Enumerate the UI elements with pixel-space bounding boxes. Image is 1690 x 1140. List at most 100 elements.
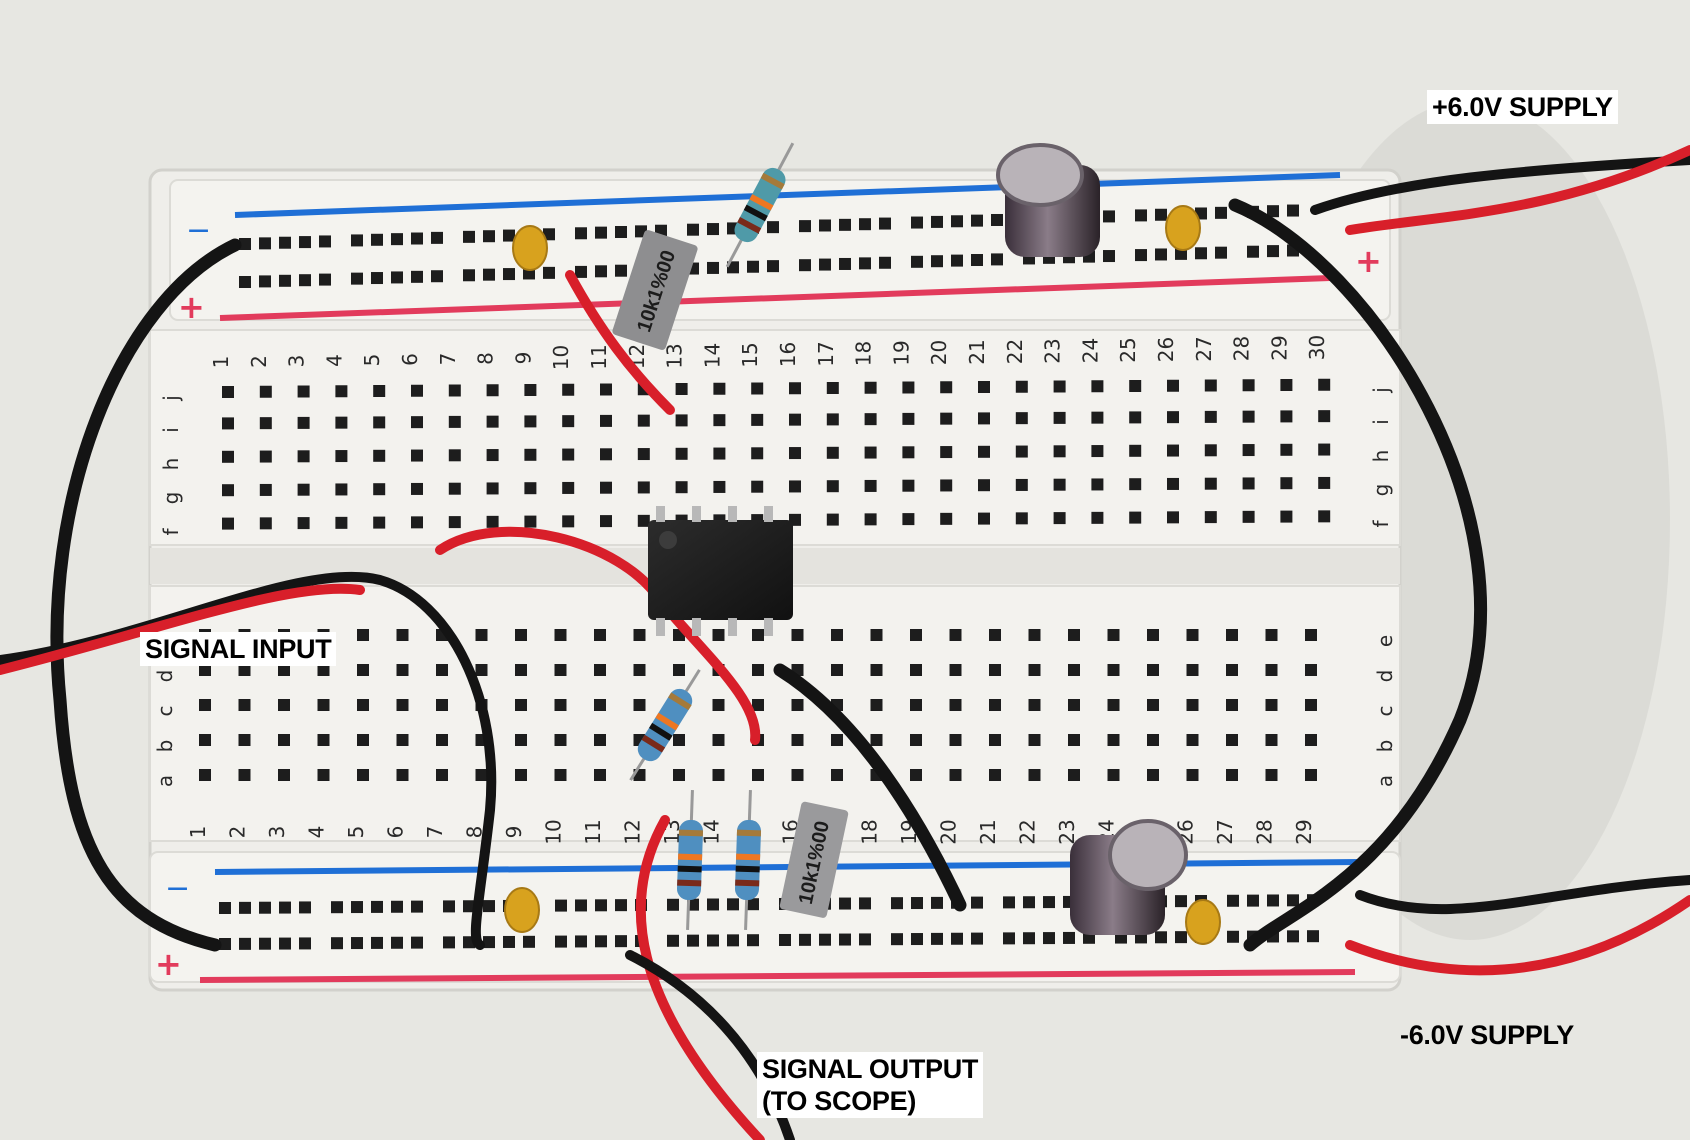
breadboard-hole xyxy=(951,932,963,945)
breadboard-hole xyxy=(1063,931,1075,944)
breadboard-hole xyxy=(391,900,403,913)
breadboard-hole xyxy=(891,933,903,946)
breadboard-hole xyxy=(373,449,386,462)
breadboard-hole xyxy=(978,445,990,458)
breadboard-hole xyxy=(483,936,495,949)
breadboard-hole xyxy=(1242,477,1255,490)
breadboard-hole xyxy=(562,448,575,461)
column-number-top: 21 xyxy=(965,339,989,364)
breadboard-hole xyxy=(819,219,831,232)
breadboard-hole xyxy=(600,383,612,396)
breadboard-hole xyxy=(799,933,811,946)
breadboard-hole xyxy=(1305,769,1317,781)
breadboard-hole xyxy=(1155,931,1167,944)
breadboard-hole xyxy=(595,265,607,278)
breadboard-hole xyxy=(436,699,448,711)
column-number-bottom: 18 xyxy=(858,819,882,844)
breadboard-hole xyxy=(752,629,764,641)
breadboard-hole xyxy=(633,699,646,711)
breadboard-hole xyxy=(940,479,953,492)
breadboard-hole xyxy=(483,900,495,913)
column-number-bottom: 2 xyxy=(226,826,250,839)
breadboard-hole xyxy=(297,416,310,429)
breadboard-hole xyxy=(1204,444,1217,457)
column-number-bottom: 10 xyxy=(542,819,566,844)
breadboard-hole xyxy=(791,699,804,711)
breadboard-hole xyxy=(1068,734,1080,746)
breadboard-hole xyxy=(831,734,843,746)
breadboard-hole xyxy=(486,384,499,397)
breadboard-hole xyxy=(1175,895,1187,908)
breadboard-hole xyxy=(1204,379,1217,392)
column-number-bottom: 4 xyxy=(305,826,329,839)
row-letter: h xyxy=(1369,450,1393,463)
supply-pos-red xyxy=(1345,145,1690,235)
breadboard-hole xyxy=(554,734,567,746)
breadboard-hole xyxy=(1028,769,1041,781)
breadboard-hole xyxy=(940,381,953,394)
output-red xyxy=(635,815,765,1140)
breadboard-hole xyxy=(1129,478,1142,491)
breadboard-hole xyxy=(1167,411,1179,424)
signal-input-red xyxy=(0,583,365,675)
breadboard-hole xyxy=(931,215,943,228)
breadboard-hole xyxy=(1135,209,1147,222)
breadboard-hole xyxy=(486,482,499,495)
breadboard-hole xyxy=(222,484,234,497)
breadboard-hole xyxy=(575,935,587,948)
breadboard-hole xyxy=(1280,410,1293,423)
breadboard-hole xyxy=(1023,932,1035,945)
breadboard-hole xyxy=(1242,379,1255,392)
supply-neg-black xyxy=(1355,875,1690,915)
breadboard-hole xyxy=(712,769,725,781)
breadboard-hole xyxy=(411,416,423,429)
breadboard-hole xyxy=(902,479,915,492)
row-letter: a xyxy=(1373,775,1397,787)
breadboard-hole xyxy=(317,699,330,711)
breadboard-hole xyxy=(600,515,612,528)
breadboard-hole xyxy=(297,385,310,398)
breadboard-hole xyxy=(595,226,607,239)
breadboard-hole xyxy=(335,483,348,496)
breadboard-hole xyxy=(575,265,587,278)
bottom-rail-red-line xyxy=(199,969,1356,983)
breadboard-hole xyxy=(1135,249,1147,262)
breadboard-hole xyxy=(391,233,403,246)
breadboard-hole xyxy=(713,382,726,395)
breadboard-hole xyxy=(475,769,488,781)
breadboard-hole xyxy=(259,450,272,463)
breadboard-hole xyxy=(949,664,962,676)
breadboard-hole xyxy=(1318,510,1331,523)
breadboard-hole xyxy=(1043,896,1055,909)
column-number-top: 7 xyxy=(436,353,460,366)
breadboard-hole xyxy=(554,769,567,781)
breadboard-hole xyxy=(448,482,461,495)
breadboard-hole xyxy=(1053,411,1066,424)
breadboard-hole xyxy=(1267,894,1279,907)
breadboard-hole xyxy=(831,629,843,641)
breadboard-hole xyxy=(219,902,231,914)
top-right-plus-label: + xyxy=(1355,242,1382,280)
supply-neg-red xyxy=(1345,895,1690,976)
breadboard-hole xyxy=(411,449,423,462)
breadboard-hole xyxy=(1068,629,1080,641)
breadboard-hole xyxy=(859,218,871,231)
breadboard-hole xyxy=(600,448,612,461)
breadboard-hole xyxy=(910,734,922,746)
breadboard-hole xyxy=(1147,734,1159,746)
breadboard-hole xyxy=(826,513,839,526)
breadboard-hole xyxy=(371,272,383,285)
breadboard-hole xyxy=(615,264,627,277)
column-number-top: 4 xyxy=(322,354,346,367)
top-terminal-area xyxy=(149,329,1401,546)
column-number-top: 29 xyxy=(1267,335,1291,360)
breadboard-hole xyxy=(910,769,922,781)
column-number-top: 1 xyxy=(209,356,233,369)
breadboard-hole xyxy=(1318,443,1331,456)
breadboard-hole xyxy=(931,255,943,268)
breadboard-hole xyxy=(411,384,423,397)
column-number-bottom: 14 xyxy=(700,819,724,844)
breadboard-hole xyxy=(279,901,291,914)
breadboard-hole xyxy=(1226,629,1238,641)
breadboard-hole xyxy=(371,900,383,913)
